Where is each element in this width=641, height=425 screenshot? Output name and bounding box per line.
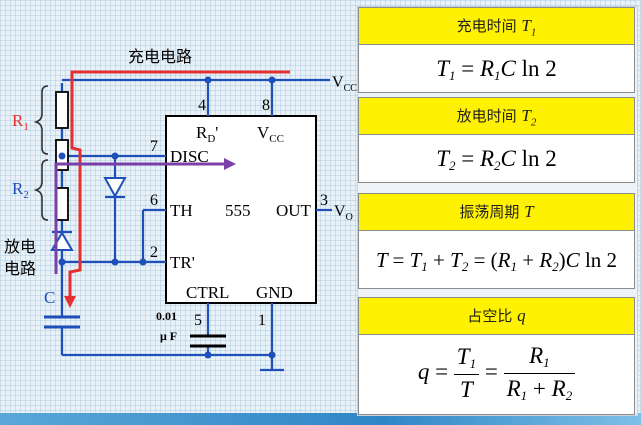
pin-5: 5 <box>194 312 202 329</box>
formula-period: T = T1 + T2 = (R1 + R2)C ln 2 <box>375 248 618 274</box>
chip-ctrl-label: CTRL <box>186 283 229 302</box>
chip-vcc-label: VCC <box>257 123 284 145</box>
vo-label: VO <box>334 203 353 223</box>
chip-rd-label: RD' <box>196 123 218 145</box>
card-charge-time: 充电时间 T1 T1 = R1C ln 2 <box>358 7 635 93</box>
junction-dots <box>58 76 276 359</box>
formula-t2: T2 = R2C ln 2 <box>436 146 557 173</box>
formula-t1: T1 = R1C ln 2 <box>436 56 557 83</box>
card-period-title: 振荡周期 T <box>359 194 634 231</box>
chip-name: 555 <box>225 201 251 220</box>
card-discharge-time-title: 放电时间 T2 <box>359 98 634 135</box>
pin-7: 7 <box>150 138 158 155</box>
charge-path <box>68 70 290 302</box>
card-discharge-time: 放电时间 T2 T2 = R2C ln 2 <box>358 97 635 183</box>
chip-tr-label: TR' <box>170 253 195 272</box>
discharge-circuit-label-1: 放电 <box>4 237 36 256</box>
cap-value-label-2: μ F <box>160 329 177 343</box>
card-duty-title: 占空比 q <box>359 298 634 335</box>
chip-disc-label: DISC <box>170 147 209 166</box>
diode-right-icon <box>103 177 127 199</box>
pin-4: 4 <box>198 97 206 114</box>
capacitor-label: C <box>44 288 55 307</box>
cap-value-label-1: 0.01 <box>156 309 177 323</box>
capacitor-ctrl <box>190 334 226 348</box>
discharge-path <box>54 162 224 274</box>
pin-1: 1 <box>258 312 266 329</box>
formula-panel: 充电时间 T1 T1 = R1C ln 2 放电时间 T2 T2 = R2C l… <box>357 6 638 416</box>
charge-arrow-icon <box>64 296 76 308</box>
capacitor-c <box>44 315 80 329</box>
pin-8: 8 <box>262 97 270 114</box>
pin-3: 3 <box>320 192 328 209</box>
chip-th-label: TH <box>170 201 193 220</box>
chip-out-label: OUT <box>276 201 312 220</box>
pin-6: 6 <box>150 192 158 209</box>
chip-555-body <box>165 115 317 304</box>
r2-brace <box>33 159 49 221</box>
charge-circuit-label: 充电电路 <box>128 47 192 66</box>
card-charge-time-title: 充电时间 T1 <box>359 8 634 45</box>
chip-gnd-label: GND <box>256 283 293 302</box>
pin-2: 2 <box>150 244 158 261</box>
resistor-r2 <box>55 187 69 221</box>
r2-label: R2 <box>12 179 29 201</box>
bottom-accent-bar <box>0 413 641 425</box>
card-period: 振荡周期 T T = T1 + T2 = (R1 + R2)C ln 2 <box>358 193 635 289</box>
r1-label: R1 <box>12 111 29 133</box>
resistor-r1 <box>55 91 69 129</box>
vcc-label: VCC <box>332 74 357 94</box>
r1-brace <box>33 85 49 155</box>
discharge-arrow-icon <box>224 158 236 170</box>
discharge-circuit-label-2: 电路 <box>4 259 36 278</box>
